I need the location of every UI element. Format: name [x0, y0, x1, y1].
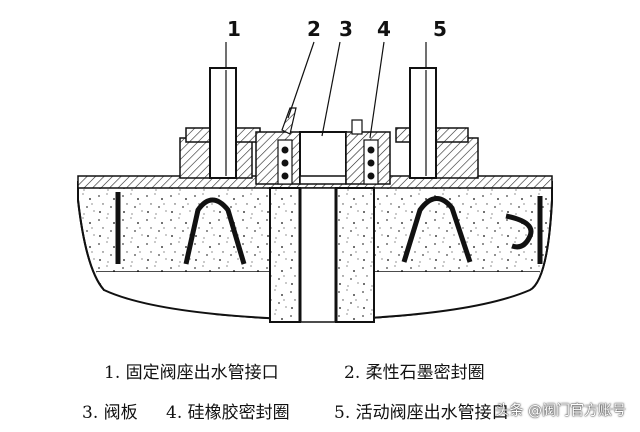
- callout-4: 4: [377, 17, 391, 41]
- callout-2: 2: [307, 17, 321, 41]
- rebar-left-arch: [183, 197, 247, 265]
- rebar-right-arch: [401, 196, 473, 263]
- rebar-right-hook: [505, 213, 534, 250]
- leader-4: [369, 41, 385, 139]
- outlet-pipe-right: [335, 187, 375, 323]
- valve-plate: [299, 131, 347, 183]
- legend-item-5: 5. 活动阀座出水管接口: [334, 403, 509, 423]
- legend-item-4: 4. 硅橡胶密封圈: [166, 403, 290, 423]
- callout-3: 3: [339, 17, 353, 41]
- callout-1: 1: [227, 17, 241, 41]
- leader-3: [321, 41, 341, 137]
- fixed-seat-bolt: [209, 67, 237, 179]
- leader-2: [287, 41, 315, 119]
- outlet-pipe-gap: [299, 187, 337, 323]
- legend-item-2: 2. 柔性石墨密封圈: [344, 363, 485, 383]
- legend-item-1: 1. 固定阀座出水管接口: [104, 363, 279, 383]
- legend-item-3: 3. 阀板: [82, 403, 138, 423]
- watermark: 头条 @阀门官方账号: [495, 403, 626, 419]
- outlet-pipe-left: [269, 187, 301, 323]
- graphite-seal-strip: [281, 107, 297, 135]
- callout-5: 5: [433, 17, 447, 41]
- movable-seat-bolt: [409, 67, 437, 179]
